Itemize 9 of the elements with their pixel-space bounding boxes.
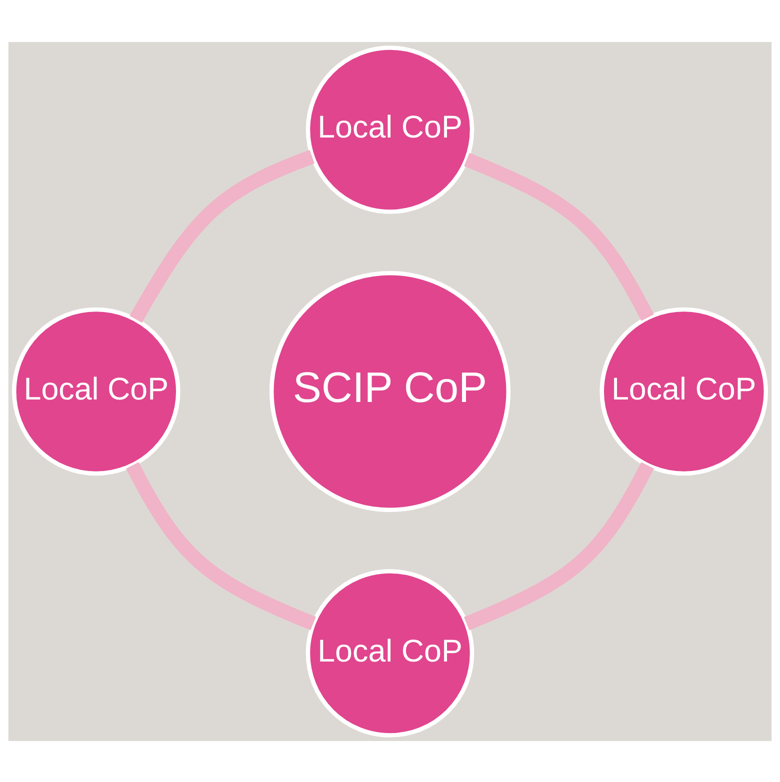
connector — [464, 152, 654, 320]
connector — [130, 149, 315, 322]
connector — [126, 462, 316, 630]
node-circle: Local CoP — [306, 45, 474, 214]
node-circle: SCIP CoP — [269, 270, 511, 512]
connector — [464, 462, 654, 630]
node-circle: Local CoP — [600, 306, 768, 476]
node-circle: Local CoP — [306, 568, 474, 737]
node-circle: Local CoP — [12, 306, 180, 476]
